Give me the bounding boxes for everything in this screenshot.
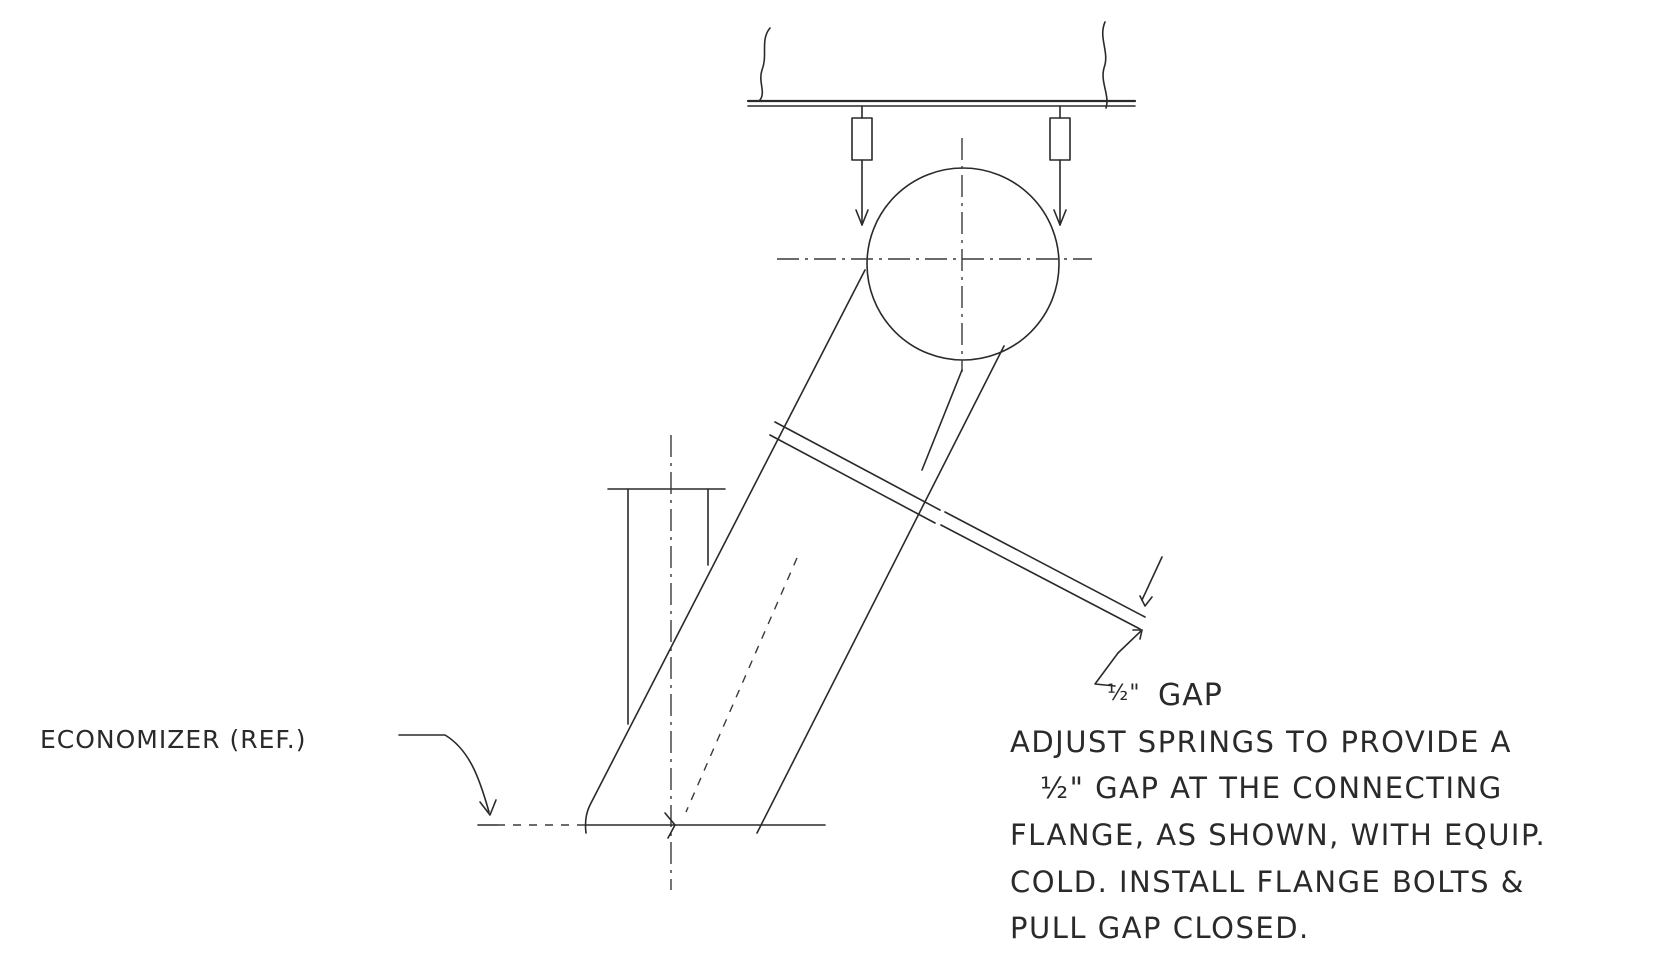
- gap-fraction-label: ½": [1107, 681, 1140, 706]
- gap-dimension: [1094, 556, 1163, 687]
- note-line-2: ½" GAP AT THE CONNECTING: [1040, 771, 1503, 805]
- note-line-5: PULL GAP CLOSED.: [1010, 911, 1310, 945]
- economizer-baseline: [477, 812, 826, 839]
- gap-label: GAP: [1158, 678, 1223, 713]
- note-line-3: FLANGE, AS SHOWN, WITH EQUIP.: [1010, 818, 1546, 852]
- spring-hanger-left: [851, 105, 873, 226]
- support-bracket: [607, 435, 726, 890]
- note-line-1: ADJUST SPRINGS TO PROVIDE A: [1010, 725, 1512, 759]
- economizer-leader: [398, 734, 497, 816]
- note-line-4: COLD. INSTALL FLANGE BOLTS &: [1010, 865, 1525, 899]
- duct-circle: [777, 138, 1092, 372]
- angled-duct: [584, 269, 1005, 834]
- installation-note: ADJUST SPRINGS TO PROVIDE A ½" GAP AT TH…: [1010, 725, 1546, 945]
- connecting-flange: [769, 421, 1146, 630]
- spring-hanger-right: [1049, 105, 1071, 226]
- overhead-beam: [746, 21, 1137, 109]
- economizer-label: ECONOMIZER (REF.): [40, 725, 306, 754]
